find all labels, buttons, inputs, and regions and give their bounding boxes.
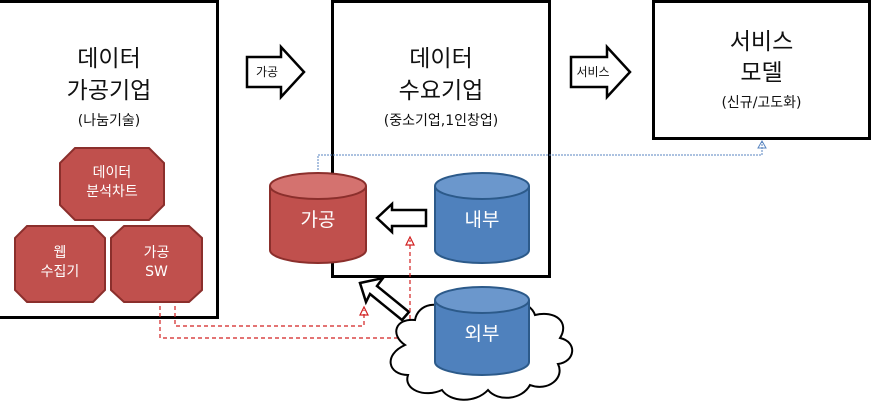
dashed-arrowhead-2: [405, 235, 415, 246]
internal-cylinder-top: [434, 172, 530, 200]
service-arrow: [569, 43, 632, 101]
external-inflow-arrow: [358, 276, 411, 322]
processing-arrow-label: 가공: [255, 65, 279, 79]
left-box-title-line1: 데이터: [77, 46, 141, 72]
right-box-title-line1: 서비스: [729, 29, 794, 55]
internal-cylinder-label: 내부: [464, 209, 500, 231]
processed-cylinder-body: [269, 186, 367, 264]
web-label-line2: 수집기: [40, 264, 80, 280]
sw-to-internal-dashed-line: [159, 240, 411, 339]
left-box-subtitle: (나눔기술): [77, 113, 141, 129]
analysis-label-line1: 데이터: [92, 165, 132, 181]
web-label-line1: 웹: [53, 245, 67, 261]
sw-to-processed-dashed-line: [174, 306, 365, 327]
web-collector-octagon: [14, 225, 106, 303]
processing-sw-octagon: [110, 225, 203, 303]
service-arrow-label: 서비스: [576, 65, 610, 79]
processed-cylinder-top: [269, 172, 367, 200]
sw-label-line2: SW: [145, 264, 168, 280]
sw-label-line1: 가공: [143, 245, 170, 261]
right-box-title-line2: 모델: [740, 60, 783, 86]
service-model-box: [652, 0, 871, 140]
center-box-title-line2: 수요기업: [398, 78, 484, 104]
processing-arrow: [245, 43, 306, 101]
dashed-arrowhead-1: [359, 305, 369, 316]
data-analysis-chart-octagon: [59, 147, 165, 221]
analysis-label-line2: 분석차트: [86, 184, 138, 200]
external-cylinder-top: [434, 286, 530, 314]
internal-to-service-connector: [317, 142, 763, 170]
processed-cylinder-label: 가공: [300, 209, 336, 231]
center-box-title-line1: 데이터: [409, 46, 473, 72]
external-cylinder-body: [434, 300, 530, 376]
internal-cylinder-body: [434, 186, 530, 264]
right-box-subtitle: (신규/고도화): [721, 95, 802, 111]
internal-to-processed-arrow: [375, 201, 428, 235]
connector-arrowhead: [757, 139, 767, 149]
left-box-title-line2: 가공기업: [66, 78, 152, 104]
external-cylinder-label: 외부: [464, 323, 500, 345]
center-box-subtitle: (중소기업,1인창업): [383, 113, 499, 129]
